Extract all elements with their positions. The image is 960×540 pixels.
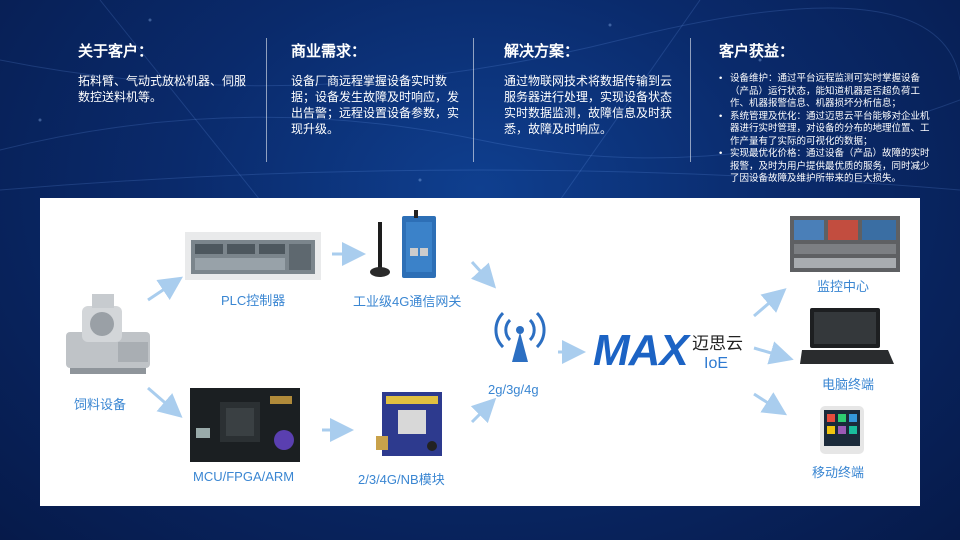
module-label: 2/3/4G/NB模块 [358,472,445,487]
solution-title: 解决方案： [504,43,580,60]
benefit-item: 系统管理及优化：通过迈思云平台能够对企业机器进行实时管理，对设备的分布的地理位置… [719,111,931,149]
laptop-icon [800,308,894,364]
column-divider [266,38,267,162]
architecture-diagram: 饲料设备 PLC控制器 工业级4G通信网关 MCU/FPGA/ARM [40,198,920,506]
mcu-label: MCU/FPGA/ARM [193,469,295,484]
pc-terminal-label: 电脑终端 [822,377,875,392]
arrow [470,397,497,424]
mobile-phone-icon [820,406,864,454]
solution-text: 通过物联网技术将数据传输到云服务器进行处理，实现设备状态实时数据监测，故障信息及… [504,74,673,136]
column-divider [690,38,691,162]
gateway-label: 工业级4G通信网关 [353,294,462,309]
mobile-terminal-label: 移动终端 [812,465,865,480]
feed-equipment-label: 饲料设备 [74,397,127,412]
wireless-signal-icon [494,311,546,362]
benefits-list: 设备维护：通过平台远程监测可实时掌握设备（产品）运行状态，能知道机器是否超负荷工… [719,73,931,186]
about-customer-text: 拓料臂、气动式放松机器、伺服数控送料机等。 [78,74,247,104]
benefit-item: 设备维护：通过平台远程监测可实时掌握设备（产品）运行状态，能知道机器是否超负荷工… [719,73,931,111]
max-logo: MAX [593,326,689,375]
plc-controller-image [185,232,321,280]
benefit-item: 实现最优化价格：通过设备（产品）故障的实时报警，及时为用户提供最优质的服务，同时… [719,148,931,186]
business-needs-section: 商业需求： 设备厂商远程掌握设备实时数据；设备发生故障及时响应，发出告警；远程设… [291,40,463,137]
mcu-board-image [190,388,300,462]
arrow [753,341,794,365]
about-customer-section: 关于客户： 拓料臂、气动式放松机器、伺服数控送料机等。 [78,40,248,105]
monitor-center-image [790,216,900,272]
max-ioe-label: IoE [704,355,729,372]
flow-arrows [147,242,794,442]
business-needs-title: 商业需求： [291,43,367,60]
customer-benefits-section: 客户获益： 设备维护：通过平台远程监测可实时掌握设备（产品）运行状态，能知道机器… [719,40,931,186]
max-cloud-name: 迈思云 [692,334,743,353]
monitor-center-label: 监控中心 [817,279,870,294]
industrial-gateway-image [370,210,436,278]
arrow [470,260,497,289]
network-label: 2g/3g/4g [488,382,539,397]
column-divider [473,38,474,162]
arrow [147,276,183,302]
solution-section: 解决方案： 通过物联网技术将数据传输到云服务器进行处理，实现设备状态实时数据监测… [504,40,674,137]
business-needs-text: 设备厂商远程掌握设备实时数据；设备发生故障及时响应，发出告警；远程设置设备参数，… [291,74,460,136]
arrow [147,386,183,418]
customer-benefits-title: 客户获益： [719,43,795,60]
arrow [753,288,787,318]
plc-controller-label: PLC控制器 [221,293,286,308]
cellular-module-image [376,392,442,456]
about-customer-title: 关于客户： [78,43,154,60]
feed-equipment-image [66,294,150,374]
arrow [753,392,788,416]
